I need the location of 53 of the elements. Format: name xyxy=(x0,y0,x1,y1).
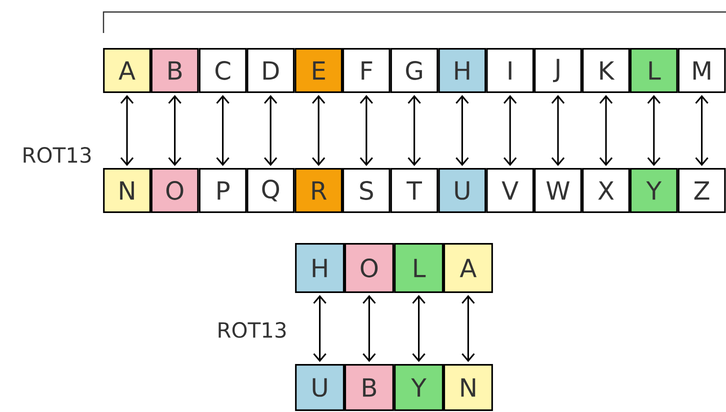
letter-box: Z xyxy=(678,168,726,213)
letter-box: H xyxy=(295,242,345,293)
letter-box: J xyxy=(534,48,582,93)
cipher-label: ROT13 xyxy=(24,147,91,163)
double-arrow xyxy=(647,95,660,166)
letter-box: H xyxy=(438,48,486,93)
letter-box: L xyxy=(394,242,444,293)
double-arrow xyxy=(462,294,475,362)
letter-box: I xyxy=(486,48,534,93)
double-arrow xyxy=(120,95,134,166)
letter-box: D xyxy=(246,48,295,93)
double-arrow xyxy=(264,95,278,166)
double-arrow xyxy=(216,95,230,166)
letter-box: L xyxy=(630,48,678,93)
double-arrow xyxy=(313,294,326,362)
letter-box: U xyxy=(438,168,486,213)
letter-box: B xyxy=(344,364,394,411)
letter-box: S xyxy=(342,168,390,213)
double-arrow xyxy=(551,95,565,166)
letter-box: F xyxy=(342,48,390,93)
letter-box: A xyxy=(103,48,151,93)
double-arrow xyxy=(412,294,426,362)
letter-box: Y xyxy=(630,168,678,213)
letter-box: U xyxy=(295,364,345,411)
letter-box: N xyxy=(443,364,493,411)
double-arrow xyxy=(360,95,373,166)
double-arrow xyxy=(168,95,182,166)
letter-box: O xyxy=(344,242,394,293)
letter-box: P xyxy=(198,168,247,213)
letter-box: Q xyxy=(246,168,295,213)
letter-box: X xyxy=(582,168,630,213)
letter-box: A xyxy=(443,242,493,293)
double-arrow xyxy=(599,95,613,166)
letter-box: B xyxy=(150,48,199,93)
letter-box: N xyxy=(103,168,151,213)
letter-box: O xyxy=(150,168,199,213)
double-arrow xyxy=(456,95,469,166)
letter-box: E xyxy=(294,48,343,93)
letter-box: T xyxy=(390,168,438,213)
letter-box: R xyxy=(294,168,343,213)
double-arrow xyxy=(312,95,326,166)
double-arrow xyxy=(504,95,517,166)
letter-box: W xyxy=(534,168,582,213)
cipher-label: ROT13 xyxy=(218,322,286,338)
letter-box: M xyxy=(678,48,726,93)
letter-box: Y xyxy=(394,364,444,411)
letter-box: C xyxy=(198,48,247,93)
letter-box: K xyxy=(582,48,630,93)
letter-box: V xyxy=(486,168,534,213)
double-arrow xyxy=(408,95,421,166)
double-arrow xyxy=(362,294,376,362)
letter-box: G xyxy=(390,48,438,93)
double-arrow xyxy=(695,95,708,166)
